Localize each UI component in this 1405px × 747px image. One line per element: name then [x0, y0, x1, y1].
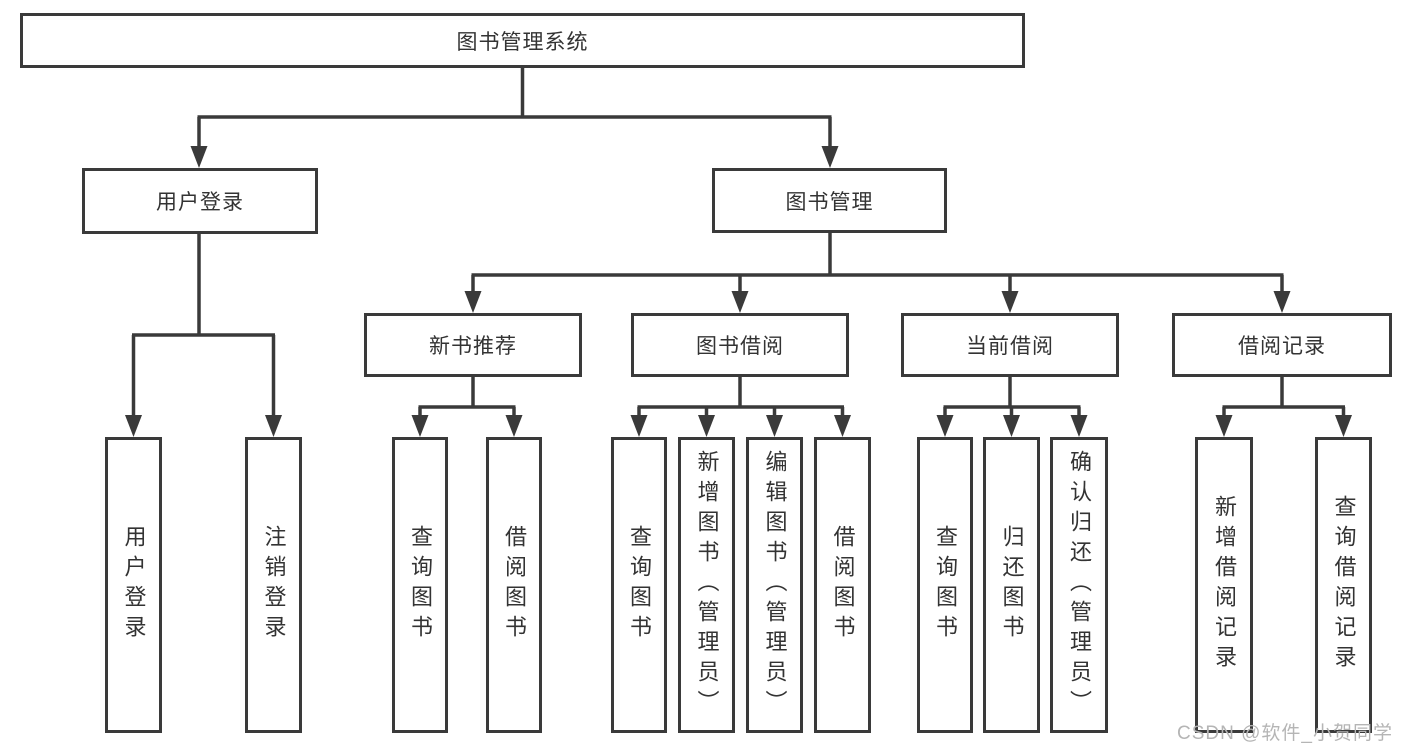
leaf-query-books-current: 查询图书	[917, 437, 973, 733]
node-borrowing-records: 借阅记录	[1172, 313, 1392, 377]
node-label: 用户登录	[121, 525, 147, 645]
node-label: 图书管理	[785, 190, 874, 214]
node-label: 查询图书	[627, 525, 652, 645]
node-book-borrowing: 图书借阅	[631, 313, 849, 377]
node-label: 查询图书	[933, 525, 958, 645]
node-label: 编辑图书（管理员）	[762, 450, 788, 720]
node-user-login: 用户登录	[82, 168, 318, 234]
leaf-return-books: 归还图书	[983, 437, 1040, 733]
leaf-logout: 注销登录	[245, 437, 302, 733]
leaf-add-books-admin: 新增图书（管理员）	[678, 437, 735, 733]
arrowhead	[1215, 415, 1233, 437]
node-label: 新书推荐	[429, 335, 517, 358]
node-label: 新增图书（管理员）	[694, 450, 720, 720]
arrowhead	[125, 415, 142, 437]
arrowheads	[125, 146, 1352, 437]
arrowhead	[505, 415, 523, 437]
leaf-user-login: 用户登录	[105, 437, 162, 733]
arrowhead	[1273, 291, 1291, 313]
arrowhead	[464, 291, 482, 313]
arrowhead	[1003, 415, 1020, 437]
node-label: 查询借阅记录	[1331, 495, 1357, 675]
node-label: 确认归还（管理员）	[1067, 450, 1092, 720]
arrowhead	[766, 415, 783, 437]
arrowhead	[1335, 415, 1352, 437]
node-book-management: 图书管理	[712, 168, 947, 233]
arrowhead	[190, 146, 208, 168]
node-library-management-system: 图书管理系统	[20, 13, 1025, 68]
node-label: 查询图书	[408, 525, 433, 645]
leaf-query-books-recommend: 查询图书	[392, 437, 448, 733]
arrowhead	[265, 415, 282, 437]
leaf-borrow-books: 借阅图书	[814, 437, 871, 733]
leaf-add-borrow-record: 新增借阅记录	[1195, 437, 1253, 733]
leaf-edit-books-admin: 编辑图书（管理员）	[746, 437, 803, 733]
node-label: 图书借阅	[696, 335, 784, 358]
arrowhead	[698, 415, 715, 437]
arrowhead	[411, 415, 429, 437]
arrowhead	[1001, 291, 1019, 313]
node-label: 注销登录	[261, 525, 287, 645]
arrowhead	[936, 415, 954, 437]
leaf-confirm-return-admin: 确认归还（管理员）	[1050, 437, 1108, 733]
node-label: 借阅图书	[502, 525, 527, 645]
arrowhead	[731, 291, 749, 313]
node-label: 借阅图书	[830, 525, 856, 645]
node-label: 用户登录	[156, 191, 244, 214]
arrowhead	[821, 146, 839, 168]
arrowhead	[630, 415, 648, 437]
arrowhead	[1070, 415, 1088, 437]
node-current-borrowing: 当前借阅	[901, 313, 1119, 377]
node-new-book-recommend: 新书推荐	[364, 313, 582, 377]
leaf-borrow-books-recommend: 借阅图书	[486, 437, 542, 733]
node-label: 图书管理系统	[456, 30, 589, 54]
node-label: 新增借阅记录	[1212, 495, 1237, 675]
node-label: 借阅记录	[1238, 335, 1326, 358]
leaf-query-borrow-record: 查询借阅记录	[1315, 437, 1372, 733]
node-label: 归还图书	[999, 525, 1025, 645]
node-label: 当前借阅	[966, 335, 1054, 358]
leaf-query-books-borrowing: 查询图书	[611, 437, 667, 733]
arrowhead	[834, 415, 851, 437]
